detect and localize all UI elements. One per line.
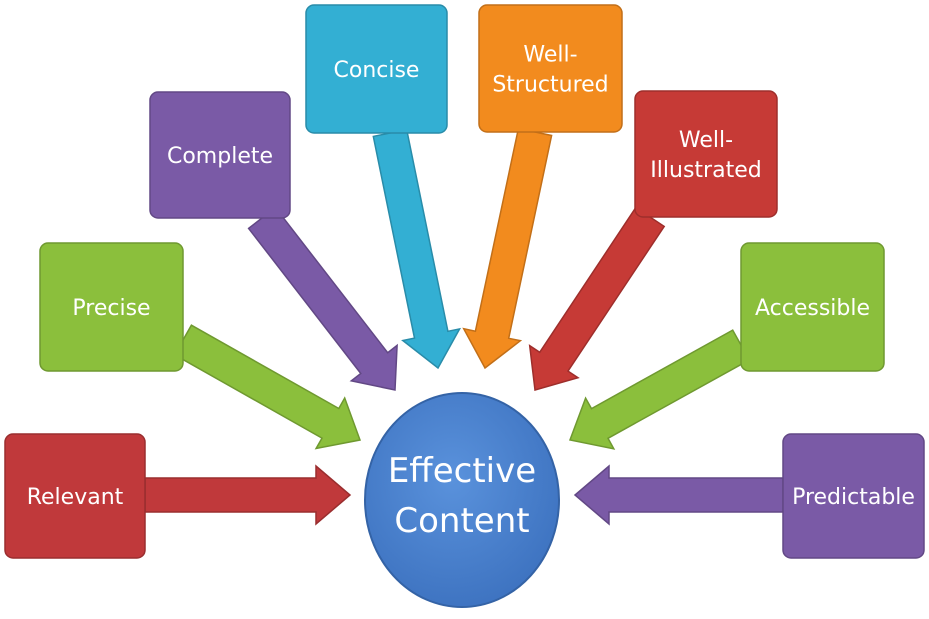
- precise-label-line-1: Precise: [72, 296, 150, 321]
- center-label-line-2: Content: [394, 501, 529, 541]
- relevant-box-shape: [4, 433, 146, 559]
- relevant-label-line-1: Relevant: [27, 485, 124, 510]
- predictable-box-shape: [782, 433, 925, 559]
- concise-box-shape: [305, 4, 448, 134]
- center-label-line-1: Effective: [388, 451, 536, 491]
- precise-box-shape: [39, 242, 184, 372]
- relevant-arrow: [144, 464, 352, 526]
- well-structured-box-shape: [478, 4, 623, 133]
- complete-label-line-1: Complete: [167, 144, 273, 169]
- box-well-illustrated: Well- Illustrated: [634, 90, 778, 218]
- concise-label-line-1: Concise: [334, 58, 420, 83]
- box-well-structured: Well- Structured: [478, 4, 623, 133]
- well-structured-arrow: [462, 127, 553, 370]
- well-illustrated-arrow: [528, 206, 666, 391]
- well-structured-label-line-2: Structured: [492, 73, 608, 98]
- well-illustrated-box-shape: [634, 90, 778, 218]
- predictable-arrow: [573, 464, 784, 526]
- complete-arrow: [247, 206, 398, 391]
- box-accessible: Accessible: [740, 242, 885, 372]
- box-predictable: Predictable: [782, 433, 925, 559]
- center-circle: [364, 392, 560, 608]
- well-illustrated-label-line-1: Well-: [679, 128, 733, 153]
- predictable-label-line-1: Predictable: [792, 485, 915, 510]
- box-concise: Concise: [305, 4, 448, 134]
- accessible-label-line-1: Accessible: [755, 296, 870, 321]
- complete-box-shape: [149, 91, 291, 219]
- well-structured-label-line-1: Well-: [523, 43, 577, 68]
- well-illustrated-label-line-2: Illustrated: [650, 158, 761, 183]
- accessible-arrow: [568, 329, 751, 450]
- concise-arrow: [372, 128, 462, 370]
- box-precise: Precise: [39, 242, 184, 372]
- center-node: Effective Content: [364, 392, 560, 608]
- precise-arrow: [173, 324, 362, 450]
- accessible-box-shape: [740, 242, 885, 372]
- box-relevant: Relevant: [4, 433, 146, 559]
- box-complete: Complete: [149, 91, 291, 219]
